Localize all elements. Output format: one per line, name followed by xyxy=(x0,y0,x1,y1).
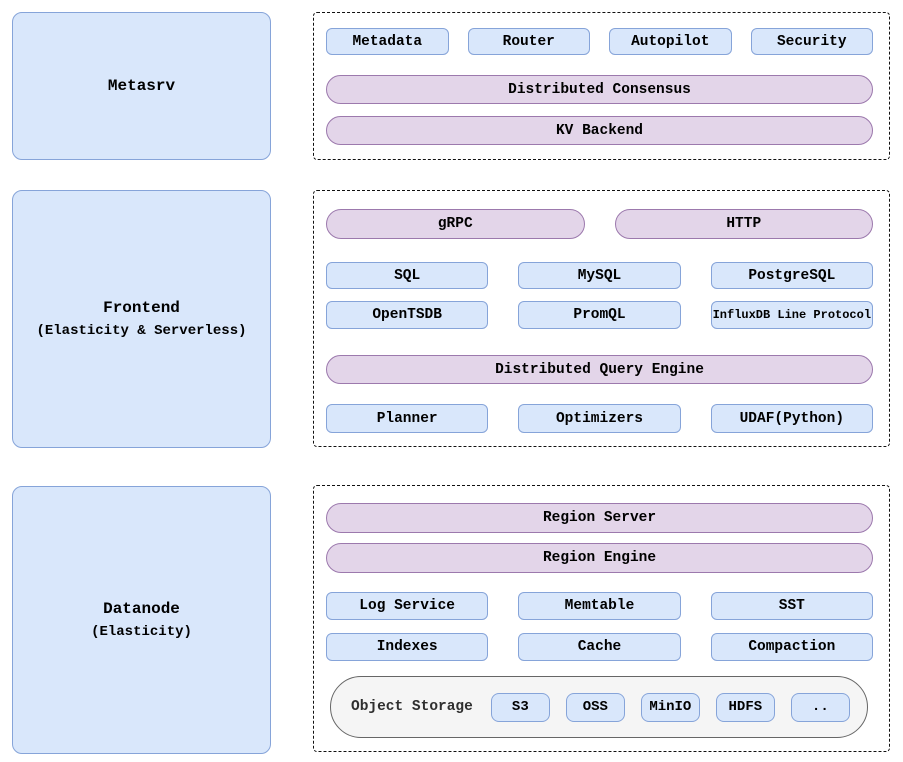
datanode-components-row-2: Indexes Cache Compaction xyxy=(326,633,873,661)
chip-sql: SQL xyxy=(326,262,489,289)
chip-planner: Planner xyxy=(326,404,489,433)
pill-kv-backend: KV Backend xyxy=(326,116,873,145)
datanode-subtitle: (Elasticity) xyxy=(91,624,192,640)
chip-influxdb-line-protocol: InfluxDB Line Protocol xyxy=(710,301,873,329)
chip-sst: SST xyxy=(710,592,873,620)
frontend-endpoints-row: gRPC HTTP xyxy=(326,209,873,239)
metasrv-components-row: Metadata Router Autopilot Security xyxy=(326,28,873,55)
object-storage-group: Object Storage S3 OSS MinIO HDFS .. xyxy=(330,676,868,738)
frontend-engine-row: Planner Optimizers UDAF(Python) xyxy=(326,404,873,433)
pill-grpc: gRPC xyxy=(326,209,585,239)
chip-s3: S3 xyxy=(490,692,550,722)
chip-optimizers: Optimizers xyxy=(518,404,681,433)
datanode-node: Datanode (Elasticity) xyxy=(12,486,271,754)
chip-more-providers: .. xyxy=(790,692,850,722)
metasrv-panel: Metadata Router Autopilot Security Distr… xyxy=(313,12,890,160)
pill-http: HTTP xyxy=(614,209,873,239)
chip-router: Router xyxy=(467,28,590,55)
chip-log-service: Log Service xyxy=(326,592,489,620)
chip-compaction: Compaction xyxy=(710,633,873,661)
datanode-components-row-1: Log Service Memtable SST xyxy=(326,592,873,620)
datanode-panel: Region Server Region Engine Log Service … xyxy=(313,485,890,752)
chip-minio: MinIO xyxy=(640,692,700,722)
frontend-subtitle: (Elasticity & Serverless) xyxy=(36,323,247,339)
pill-region-engine: Region Engine xyxy=(326,543,873,573)
metasrv-node: Metasrv xyxy=(12,12,271,160)
chip-mysql: MySQL xyxy=(518,262,681,289)
chip-indexes: Indexes xyxy=(326,633,489,661)
metasrv-title: Metasrv xyxy=(107,77,176,95)
frontend-node: Frontend (Elasticity & Serverless) xyxy=(12,190,271,448)
pill-distributed-query-engine: Distributed Query Engine xyxy=(326,355,873,384)
datanode-title: Datanode xyxy=(103,600,180,618)
chip-udaf-python: UDAF(Python) xyxy=(710,404,873,433)
frontend-title: Frontend xyxy=(103,299,180,317)
frontend-panel: gRPC HTTP SQL MySQL PostgreSQL OpenTSDB … xyxy=(313,190,890,447)
chip-cache: Cache xyxy=(518,633,681,661)
chip-promql: PromQL xyxy=(518,301,681,329)
frontend-protocols-row-2: OpenTSDB PromQL InfluxDB Line Protocol xyxy=(326,301,873,329)
object-storage-label: Object Storage xyxy=(351,699,473,715)
chip-autopilot: Autopilot xyxy=(609,28,732,55)
pill-distributed-consensus: Distributed Consensus xyxy=(326,75,873,104)
chip-postgresql: PostgreSQL xyxy=(710,262,873,289)
chip-metadata: Metadata xyxy=(326,28,449,55)
chip-memtable: Memtable xyxy=(518,592,681,620)
chip-opentsdb: OpenTSDB xyxy=(326,301,489,329)
chip-oss: OSS xyxy=(565,692,625,722)
frontend-protocols-row-1: SQL MySQL PostgreSQL xyxy=(326,262,873,289)
pill-region-server: Region Server xyxy=(326,503,873,533)
chip-security: Security xyxy=(750,28,873,55)
chip-hdfs: HDFS xyxy=(715,692,775,722)
